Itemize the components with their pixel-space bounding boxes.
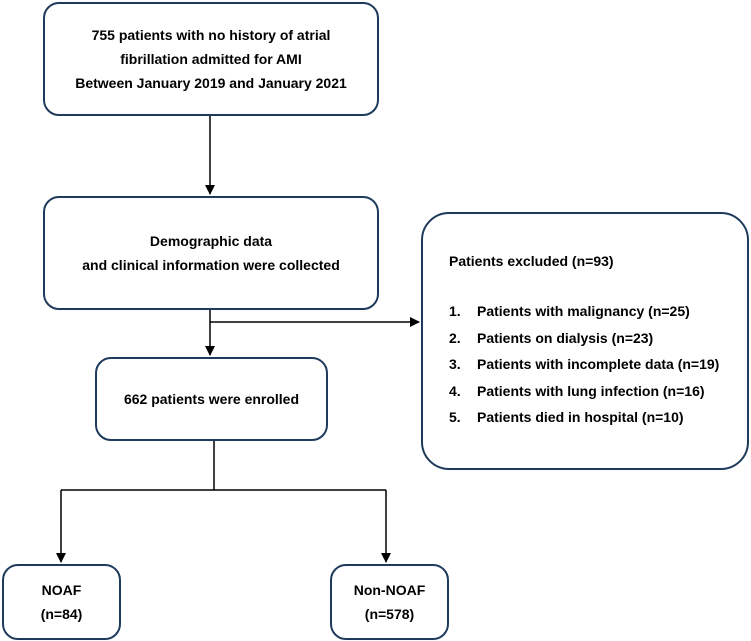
exclusion-number: 4. xyxy=(449,382,461,399)
noaf-label: NOAF xyxy=(41,582,82,598)
data-collection-line-1: Demographic data xyxy=(149,233,273,249)
exclusion-number: 2. xyxy=(449,329,461,346)
exclusion-label: Patients with malignancy (n=25) xyxy=(477,303,690,319)
noaf-group-box: NOAF (n=84) xyxy=(2,564,121,640)
exclusion-item: 5. Patients died in hospital (n=10) xyxy=(449,404,719,431)
non-noaf-group-box: Non-NOAF (n=578) xyxy=(330,564,449,640)
initial-cohort-line-3: Between January 2019 and January 2021 xyxy=(75,75,347,91)
exclusion-number: 3. xyxy=(449,356,461,372)
excluded-title: Patients excluded (n=93) xyxy=(449,253,614,269)
initial-cohort-box: 755 patients with no history of atrial f… xyxy=(43,2,379,116)
exclusion-item: 1. Patients with malignancy (n=25) xyxy=(449,298,719,325)
exclusion-item: 3. Patients with incomplete data (n=19) xyxy=(449,351,719,378)
exclusion-item: 4. Patients with lung infection (n=16) xyxy=(449,378,719,405)
initial-cohort-line-1: 755 patients with no history of atrial xyxy=(91,27,331,43)
exclusion-label: Patients with lung infection (n=16) xyxy=(477,382,705,399)
exclusion-label: Patients died in hospital (n=10) xyxy=(477,409,684,425)
non-noaf-count: (n=578) xyxy=(364,606,415,622)
exclusion-list: 1. Patients with malignancy (n=25) 2. Pa… xyxy=(449,298,719,431)
enrolled-label: 662 patients were enrolled xyxy=(123,391,300,407)
exclusion-item: 2. Patients on dialysis (n=23) xyxy=(449,325,719,352)
excluded-box: Patients excluded (n=93) 1. Patients wit… xyxy=(421,212,749,470)
non-noaf-label: Non-NOAF xyxy=(353,582,426,598)
enrolled-box: 662 patients were enrolled xyxy=(95,357,328,441)
data-collection-line-2: and clinical information were collected xyxy=(82,257,340,273)
exclusion-number: 1. xyxy=(449,303,461,319)
exclusion-label: Patients on dialysis (n=23) xyxy=(477,329,654,346)
noaf-count: (n=84) xyxy=(40,606,83,622)
exclusion-number: 5. xyxy=(449,409,461,425)
exclusion-label: Patients with incomplete data (n=19) xyxy=(477,356,720,372)
initial-cohort-line-2: fibrillation admitted for AMI xyxy=(120,51,302,67)
data-collection-box: Demographic data and clinical informatio… xyxy=(43,196,379,310)
